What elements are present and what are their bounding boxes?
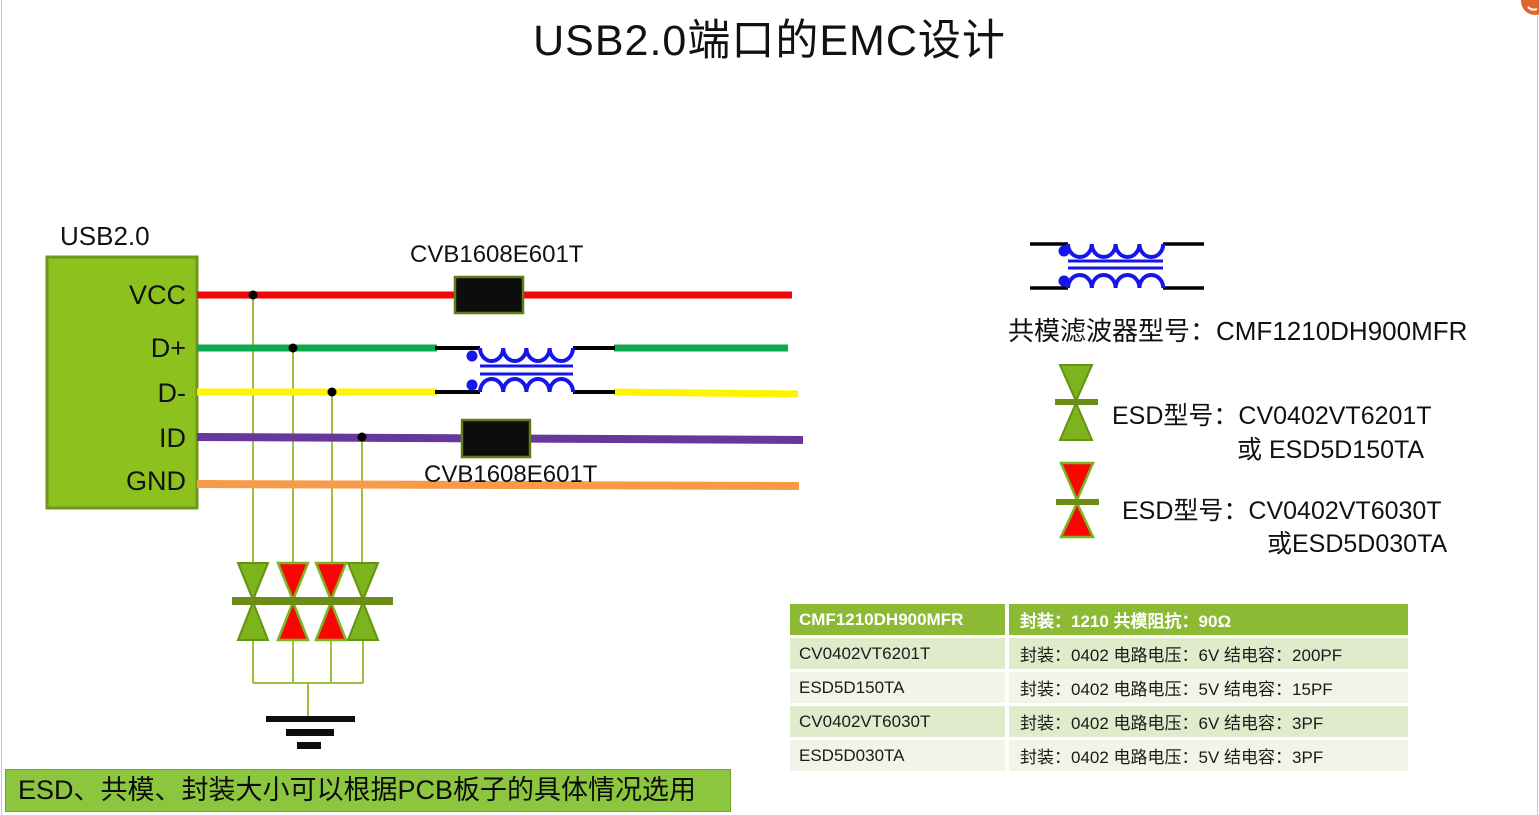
pin-label-dminus: D- — [157, 378, 187, 408]
part-cell: CMF1210DH900MFR — [790, 604, 1005, 635]
right-border-line — [1537, 0, 1538, 815]
pin-label-id: ID — [159, 423, 186, 453]
common-mode-choke — [435, 346, 615, 394]
esd-red-symbol — [1056, 461, 1099, 539]
part-cell: ESD5D030TA — [790, 740, 1005, 771]
cm-filter-model-label: 共模滤波器型号：CMF1210DH900MFR — [1008, 316, 1468, 346]
table-row: CV0402VT6030T 封装：0402 电路电压：6V 结电容：3PF — [790, 706, 1408, 737]
ground-symbol — [266, 716, 355, 749]
esd-branch-wires — [252, 295, 364, 717]
spec-cell: 封装：0402 电路电压：6V 结电容：3PF — [1009, 706, 1408, 737]
bead-label-top: CVB1608E601T — [410, 241, 584, 268]
dminus-line-right — [613, 388, 799, 398]
esd-green-symbol — [1055, 364, 1098, 441]
table-row: ESD5D150TA 封装：0402 电路电压：5V 结电容：15PF — [790, 672, 1408, 703]
esd-green-model-line1: ESD型号：CV0402VT6201T — [1112, 402, 1432, 430]
esd-red-model-line1: ESD型号：CV0402VT6030T — [1122, 497, 1442, 525]
left-border-line — [1, 0, 2, 815]
bead-label-bottom: CVB1608E601T — [424, 461, 598, 488]
part-cell: CV0402VT6030T — [790, 706, 1005, 737]
usb-connector-box — [45, 255, 199, 510]
page-title: USB2.0端口的EMC设计 — [533, 17, 1006, 65]
table-row: CV0402VT6201T 封装：0402 电路电压：6V 结电容：200PF — [790, 638, 1408, 669]
footer-note: ESD、共模、封装大小可以根据PCB板子的具体情况选用 — [5, 769, 731, 812]
table-row: ESD5D030TA 封装：0402 电路电压：5V 结电容：3PF — [790, 740, 1408, 771]
gnd-line — [196, 480, 800, 490]
diode-bus-bar — [232, 597, 393, 605]
spec-cell: 封装：0402 电路电压：5V 结电容：3PF — [1009, 740, 1408, 771]
part-cell: ESD5D150TA — [790, 672, 1005, 703]
junction-dots — [248, 290, 367, 442]
part-cell: CV0402VT6201T — [790, 638, 1005, 669]
esd-green-model-line2: 或 ESD5D150TA — [1237, 436, 1425, 464]
cm-filter-symbol — [1030, 242, 1204, 290]
pin-label-dplus: D+ — [150, 333, 186, 363]
usb-connector-label: USB2.0 — [60, 221, 150, 251]
spec-cell: 封装：0402 电路电压：6V 结电容：200PF — [1009, 638, 1408, 669]
component-spec-table: CMF1210DH900MFR 封装：1210 共模阻抗：90Ω CV0402V… — [790, 604, 1408, 774]
table-row-header: CMF1210DH900MFR 封装：1210 共模阻抗：90Ω — [790, 604, 1408, 635]
esd-diode-array — [232, 561, 393, 642]
pin-label-vcc: VCC — [128, 280, 186, 310]
ferrite-bead-vcc — [453, 275, 525, 315]
spec-cell: 封装：0402 电路电压：5V 结电容：15PF — [1009, 672, 1408, 703]
spec-cell: 封装：1210 共模阻抗：90Ω — [1009, 604, 1408, 635]
ferrite-bead-id — [460, 418, 532, 459]
esd-red-model-line2: 或ESD5D030TA — [1267, 530, 1448, 558]
pin-label-gnd: GND — [126, 466, 186, 496]
badge-icon — [1521, 0, 1539, 15]
